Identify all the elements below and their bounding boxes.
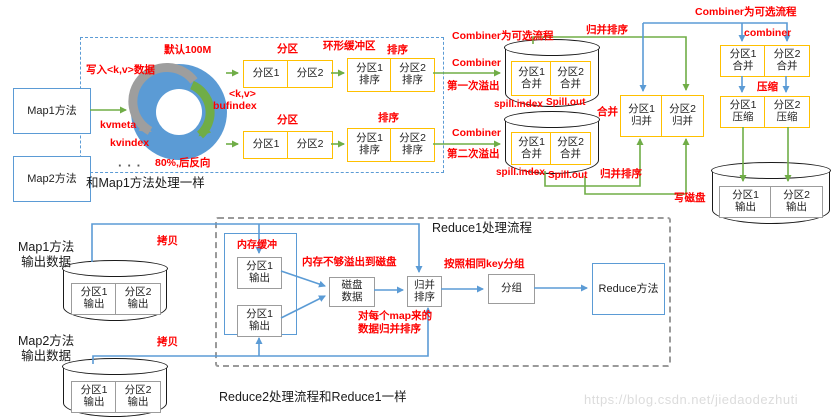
- memory-buffer-label: 内存缓冲: [237, 240, 277, 251]
- reduce1-flow-title: Reduce1处理流程: [432, 221, 533, 235]
- partition1-box-row2: 分区1: [243, 131, 289, 159]
- merge-sort-box: 归并 排序: [407, 276, 442, 307]
- memory-partition-output-box2: 分区1 输出: [237, 305, 282, 337]
- map-output-partition1-box: 分区1 输出: [719, 186, 772, 218]
- merge-sort-label-top: 归并排序: [586, 24, 628, 36]
- spill1-partition2-merge-box: 分区2 合并: [550, 61, 591, 96]
- map1-out-partition1-box: 分区1 输出: [71, 283, 117, 315]
- partition1-merged-box: 分区1 归并: [620, 95, 663, 137]
- spill-out-label2: Spill.out: [548, 170, 588, 181]
- compress-partition2-box: 分区2 压缩: [764, 96, 810, 128]
- map2-output-data-label: Map2方法 输出数据: [18, 334, 75, 363]
- partition2-box-row2: 分区2: [287, 131, 333, 159]
- spill1-partition1-merge-box: 分区1 合并: [511, 61, 552, 96]
- compress-label: 压缩: [757, 81, 778, 93]
- map-output-partition2-box: 分区2 输出: [770, 186, 823, 218]
- spill-out-label1: Spill.out: [546, 97, 586, 108]
- ring-buffer-hole: [156, 89, 202, 135]
- memory-partition-output-box1: 分区1 输出: [237, 257, 282, 289]
- kvmeta-label: kvmeta: [100, 119, 137, 131]
- reduce2-same-note: Reduce2处理流程和Reduce1一样: [219, 390, 407, 404]
- map2-method-box: Map2方法: [13, 156, 91, 202]
- combiner-label-spill2: Combiner: [452, 127, 502, 139]
- kv-label: <k,v>: [229, 88, 256, 100]
- partition1-sort-box-row2: 分区1 排序: [347, 128, 392, 162]
- memory-spill-note: 内存不够溢出到磁盘: [302, 256, 397, 268]
- map2-out-partition2-box: 分区2 输出: [115, 381, 161, 413]
- combine-partition2-box: 分区2 合并: [764, 45, 810, 77]
- kvindex-label: kvindex: [110, 137, 150, 149]
- partition2-sort-box-row2: 分区2 排序: [390, 128, 435, 162]
- partition1-box-row1: 分区1: [243, 60, 289, 88]
- group-by-key-note: 按照相同key分组: [444, 258, 525, 270]
- per-map-merge-note: 对每个map来的 数据归并排序: [358, 310, 433, 335]
- partition2-box-row1: 分区2: [287, 60, 333, 88]
- disk-data-box: 磁盘 数据: [329, 277, 375, 307]
- same-as-map1-note: 和Map1方法处理一样: [86, 176, 205, 190]
- write-kv-label: 写入<k,v>数据: [86, 64, 155, 76]
- partition-label-row1: 分区: [277, 43, 298, 55]
- more-maps-dots: ···: [118, 158, 146, 173]
- backflow-label: 80%,后反向: [155, 157, 211, 169]
- watermark: https://blog.csdn.net/jiedaodezhuti: [584, 392, 799, 407]
- second-spill-label: 第二次溢出: [447, 148, 500, 160]
- combiner-label-spill1: Combiner: [452, 57, 502, 69]
- partition2-merged-box: 分区2 归并: [661, 95, 704, 137]
- bufindex-label: bufindex: [213, 100, 257, 112]
- spill2-partition1-merge-box: 分区1 合并: [511, 132, 552, 165]
- reduce-method-box: Reduce方法: [592, 263, 665, 315]
- map1-method-box: Map1方法: [13, 88, 91, 134]
- combiner-optional-note-right: Combiner为可选流程: [695, 6, 797, 18]
- write-disk-label: 写磁盘: [674, 192, 706, 204]
- partition1-sort-box-row1: 分区1 排序: [347, 58, 392, 92]
- sort-label-row1: 排序: [387, 44, 408, 56]
- map1-out-partition2-box: 分区2 输出: [115, 283, 161, 315]
- map2-out-partition1-box: 分区1 输出: [71, 381, 117, 413]
- copy-label-1: 拷贝: [157, 235, 178, 247]
- spill-index-label1: spill.index: [494, 99, 543, 110]
- ring-default-size-label: 默认100M: [164, 44, 212, 56]
- combiner-optional-note-left: Combiner为可选流程: [452, 30, 554, 42]
- combiner-small-label: combiner: [744, 27, 792, 39]
- map1-output-data-label: Map1方法 输出数据: [18, 240, 75, 269]
- spill-index-label2: spill.index: [496, 167, 545, 178]
- group-box: 分组: [488, 274, 535, 304]
- copy-label-2: 拷贝: [157, 336, 178, 348]
- compress-partition1-box: 分区1 压缩: [720, 96, 766, 128]
- reduce1-dashed-frame: [215, 217, 671, 367]
- spill2-partition2-merge-box: 分区2 合并: [550, 132, 591, 165]
- merge-label: 合并: [597, 106, 618, 118]
- combine-partition1-box: 分区1 合并: [720, 45, 766, 77]
- merge-sort-label-bottom: 归并排序: [600, 168, 642, 180]
- first-spill-label: 第一次溢出: [447, 80, 500, 92]
- ring-name-label: 环形缓冲区: [323, 40, 376, 52]
- partition-label-row2: 分区: [277, 114, 298, 126]
- sort-label-row2: 排序: [378, 112, 399, 124]
- partition2-sort-box-row1: 分区2 排序: [390, 58, 435, 92]
